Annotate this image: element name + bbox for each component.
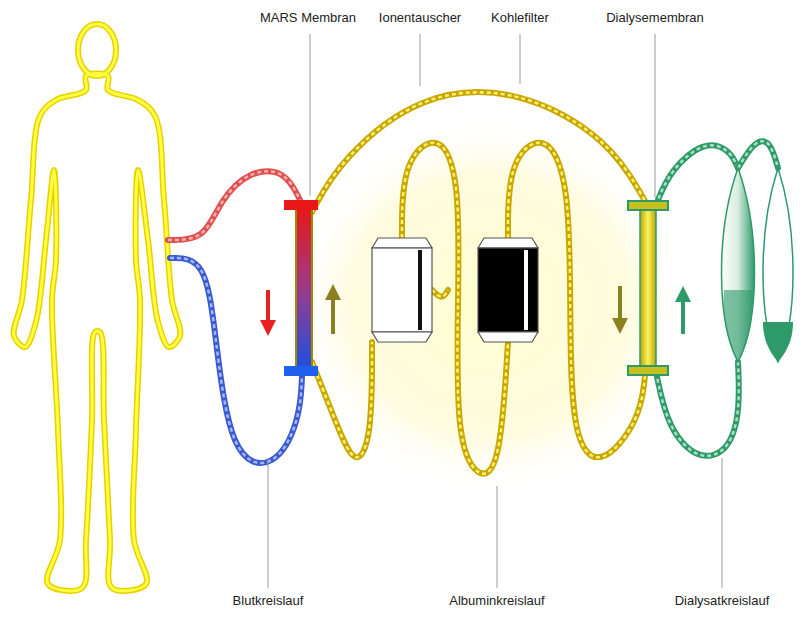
illustration-part: [655, 34, 656, 198]
flow-arrows: [260, 284, 691, 336]
illustration-part: [656, 145, 738, 205]
part-label: Albuminkreislauf: [447, 593, 546, 609]
illustration-part: [266, 290, 270, 322]
illustration-part: [640, 208, 656, 368]
illustration-part: [372, 332, 432, 342]
illustration-part: [325, 284, 341, 300]
dialysis-membrane: [628, 201, 668, 375]
illustration-part: [763, 168, 793, 362]
illustration-part: [628, 201, 668, 210]
illustration-part: [78, 24, 116, 76]
illustration-part: [418, 250, 422, 330]
illustration-part: [312, 342, 372, 457]
ion-exchanger: [372, 238, 432, 342]
illustration-part: [170, 258, 302, 463]
illustration-part: [681, 300, 685, 334]
illustration-part: [738, 141, 778, 168]
illustration-part: [312, 92, 645, 212]
illustration-part: [372, 238, 432, 248]
illustration-part: [612, 318, 628, 334]
illustration-part: [296, 208, 312, 368]
part-label: Ionentauscher: [377, 10, 463, 26]
illustration-part: [656, 362, 739, 456]
illustration-part: [260, 320, 276, 336]
illustration-part: [284, 366, 318, 376]
part-label: Blutkreislauf: [231, 593, 306, 609]
illustration-part: [170, 258, 302, 463]
circuit-tubes: [168, 92, 778, 473]
mars-membrane: [284, 200, 318, 376]
illustration-part: [722, 168, 755, 362]
part-label: Dialysemembran: [604, 10, 706, 26]
illustration-part: [520, 34, 521, 84]
illustration-part: [331, 298, 335, 334]
illustration-part: [432, 290, 448, 297]
illustration-part: [14, 74, 181, 591]
illustration-part: [723, 290, 752, 362]
illustration-part: [312, 92, 645, 212]
illustration-part: [628, 366, 668, 375]
illustration-part: [763, 322, 793, 362]
leader-lines: [268, 34, 722, 588]
part-label: Dialysatkreislauf: [673, 593, 772, 609]
human-figure: [14, 24, 181, 591]
illustration-part: [675, 286, 691, 302]
illustration-part: [310, 34, 311, 196]
illustration-part: [312, 342, 372, 457]
illustration-part: [656, 362, 739, 456]
illustration-part: [656, 145, 738, 205]
part-label: Kohlefilter: [489, 10, 551, 26]
illustration-part: [524, 250, 528, 330]
illustration-part: [168, 171, 300, 240]
illustration-part: [14, 74, 181, 591]
dialysate-bags: [722, 168, 794, 362]
illustration-part: [78, 24, 116, 76]
illustration-part: [478, 332, 538, 342]
part-label: MARS Membran: [258, 10, 358, 26]
illustration-part: [432, 290, 448, 297]
illustration-part: [168, 171, 300, 240]
carbon-filter: [478, 238, 538, 342]
illustration-part: [268, 458, 269, 588]
illustration-part: [372, 248, 432, 332]
illustration-part: [284, 200, 318, 210]
illustration-part: [478, 238, 538, 248]
illustration-part: [478, 248, 538, 332]
illustration-part: [497, 486, 498, 588]
illustration-part: [420, 34, 421, 86]
illustration-part: [722, 458, 723, 588]
illustration-part: [738, 141, 778, 168]
illustration-part: [618, 286, 622, 320]
